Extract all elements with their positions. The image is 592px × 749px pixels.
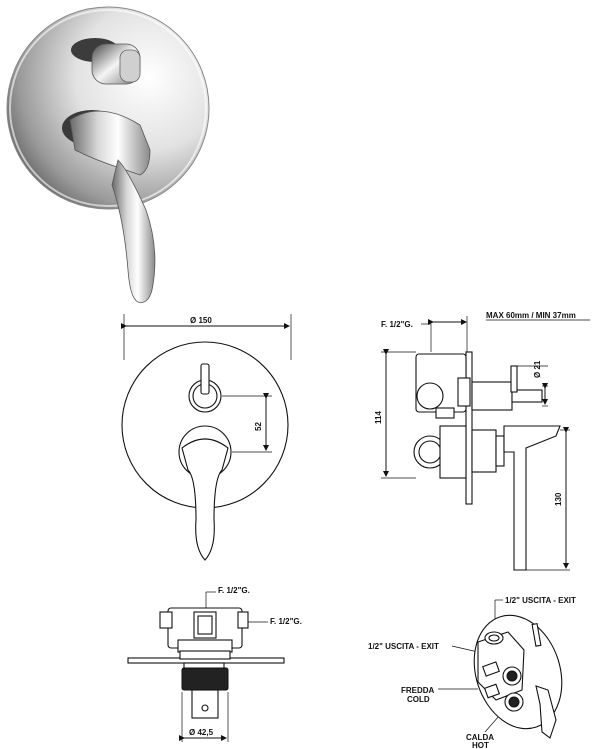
iso-exit-left-label: 1/2" USCITA - EXIT [368,642,439,651]
side-knob-dia-label: Ø 21 [533,360,542,378]
iso-cold-en-label: COLD [407,695,430,704]
iso-cold-it-label: FREDDA [401,686,435,695]
front-height-label: 52 [254,422,263,431]
iso-hot-en-label: HOT [472,741,489,749]
bottom-thread-top-label: F. 1/2"G. [218,586,250,595]
bottom-thread-right-label: F. 1/2"G. [270,617,302,626]
photo-lever-handle [62,110,156,303]
side-height-114-label: 114 [374,411,383,424]
front-view: Ø 150 52 [121,314,292,561]
side-thread-label: F. 1/2"G. [381,320,413,329]
product-photo [6,6,210,303]
iso-view: 1/2" USCITA - EXIT 1/2" USCITA - EXIT FR… [368,596,576,749]
side-view: F. 1/2"G. MAX 60mm / MIN 37mm Ø 21 [374,311,590,571]
iso-hot-it-label: CALDA [466,733,494,742]
side-height-130-label: 130 [554,492,563,506]
photo-diverter-knob [71,38,141,85]
iso-exit-top-label: 1/2" USCITA - EXIT [505,596,576,605]
bottom-diameter-label: Ø 42,5 [189,728,214,737]
side-depth-label: MAX 60mm / MIN 37mm [486,311,576,320]
front-diameter-label: Ø 150 [190,316,212,325]
bottom-view: F. 1/2"G. F. 1/2"G. Ø 42,5 [127,586,302,742]
